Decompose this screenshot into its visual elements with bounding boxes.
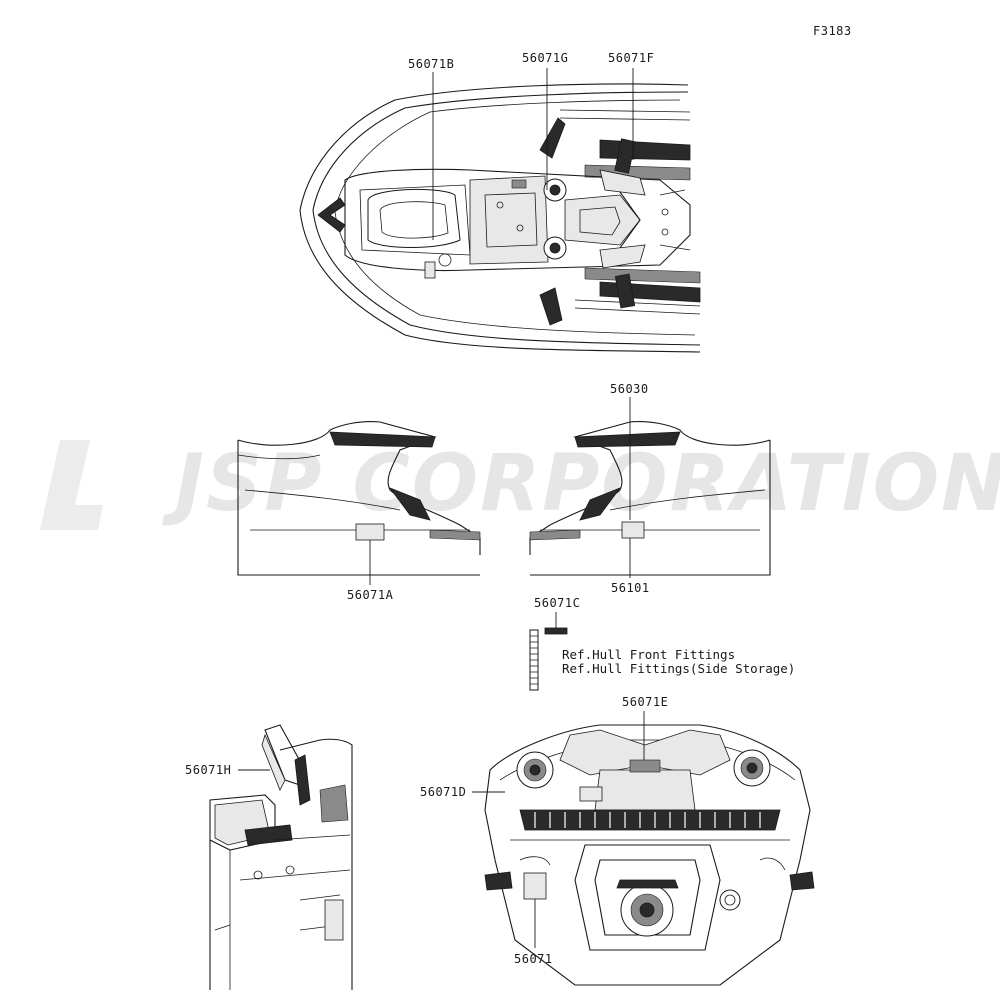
callout-56071C: 56071C — [534, 596, 580, 610]
callout-56071E: 56071E — [622, 695, 668, 709]
watermark: JSP CORPORATION — [40, 439, 1000, 530]
callout-56071F: 56071F — [608, 51, 654, 65]
figure-code: F3183 — [813, 24, 852, 38]
watermark-text: JSP CORPORATION — [162, 439, 1000, 529]
rear-view — [484, 724, 815, 986]
top-deck-view — [299, 83, 701, 353]
callout-56071: 56071 — [514, 952, 553, 966]
bottom-left-view — [209, 724, 353, 990]
callout-56101: 56101 — [611, 581, 650, 595]
reference-side-storage: Ref.Hull Fittings(Side Storage) — [562, 661, 795, 676]
callout-56071G: 56071G — [522, 51, 568, 65]
callout-56071A: 56071A — [347, 588, 394, 602]
callout-56071B: 56071B — [408, 57, 454, 71]
callout-56071D: 56071D — [420, 785, 466, 799]
left-side-view — [237, 421, 481, 576]
decal-56071C — [544, 627, 568, 635]
callout-56071H: 56071H — [185, 763, 231, 777]
callout-56030: 56030 — [610, 382, 649, 396]
reference-front-fittings: Ref.Hull Front Fittings — [562, 647, 735, 662]
right-side-view — [529, 421, 771, 576]
